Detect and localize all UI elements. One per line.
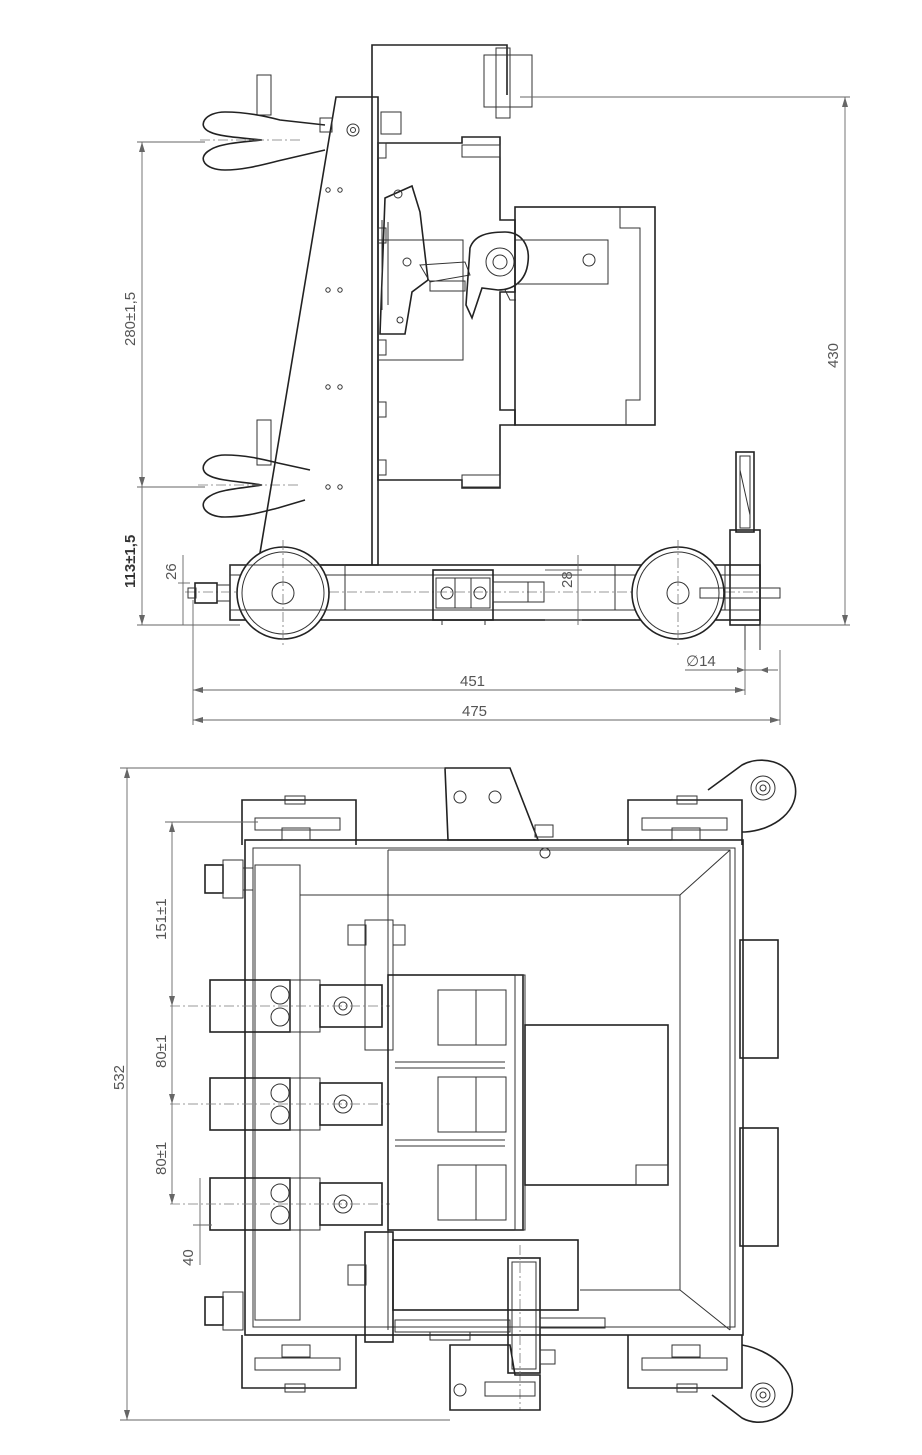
pole-1 [170,979,390,1033]
top-mounting-plate [444,767,554,859]
right-wheel [631,540,725,648]
top-bushing [483,54,533,108]
drive-unit-top [524,1024,669,1186]
dim-475: 475 [462,703,487,720]
center-bracket [432,569,545,625]
dim-113: 113±1,5 [122,535,139,588]
locking-pin [699,451,781,650]
dim-dia-14: ∅14 [686,653,716,670]
side-plate-holes [325,123,360,490]
dim-80-second: 80±1 [153,1142,170,1175]
interrupter-housing [387,974,526,1231]
frame-bolt-upper [204,859,254,899]
side-view: 430 280±1,5 113±1,5 26 28 ∅14 451 475 [122,44,850,725]
dim-80-first: 80±1 [153,1035,170,1068]
upper-terminal-clamp [200,74,326,171]
dim-26: 26 [163,563,180,580]
dim-40: 40 [180,1249,197,1266]
pole-2 [170,1077,390,1131]
dim-430: 430 [825,343,842,368]
dim-151: 151±1 [153,898,170,940]
side-tab-lower [739,1127,779,1247]
wheel-bracket-bottom-right [627,1335,743,1393]
operating-lever [465,231,609,321]
rail-end-bolt [187,582,231,604]
wheel-bracket-bottom-left [241,1335,357,1393]
left-wheel [236,540,330,648]
top-dimensions [120,767,450,1421]
dim-532: 532 [111,1065,128,1090]
lifting-lug-bottom [711,1344,794,1423]
frame-bolt-lower [204,1291,244,1331]
pole-3 [170,1177,390,1231]
bottom-mechanism [347,1231,606,1411]
drive-box [514,206,656,426]
wheel-bracket-top-right [627,795,743,845]
dim-451: 451 [460,673,485,690]
lower-terminal-clamp [198,419,311,518]
side-dimensions [137,96,850,725]
side-plate [257,96,379,566]
dim-280: 280±1,5 [122,292,139,346]
top-bracket [371,44,508,97]
top-view: 532 151±1 80±1 80±1 40 [111,759,797,1423]
lifting-lug-top [707,759,797,833]
wheel-bracket-top-left [241,795,357,845]
top-bushing-core [495,47,511,119]
mechanism-linkage [379,184,471,335]
dim-28: 28 [559,571,576,588]
side-tab-upper [739,939,779,1059]
